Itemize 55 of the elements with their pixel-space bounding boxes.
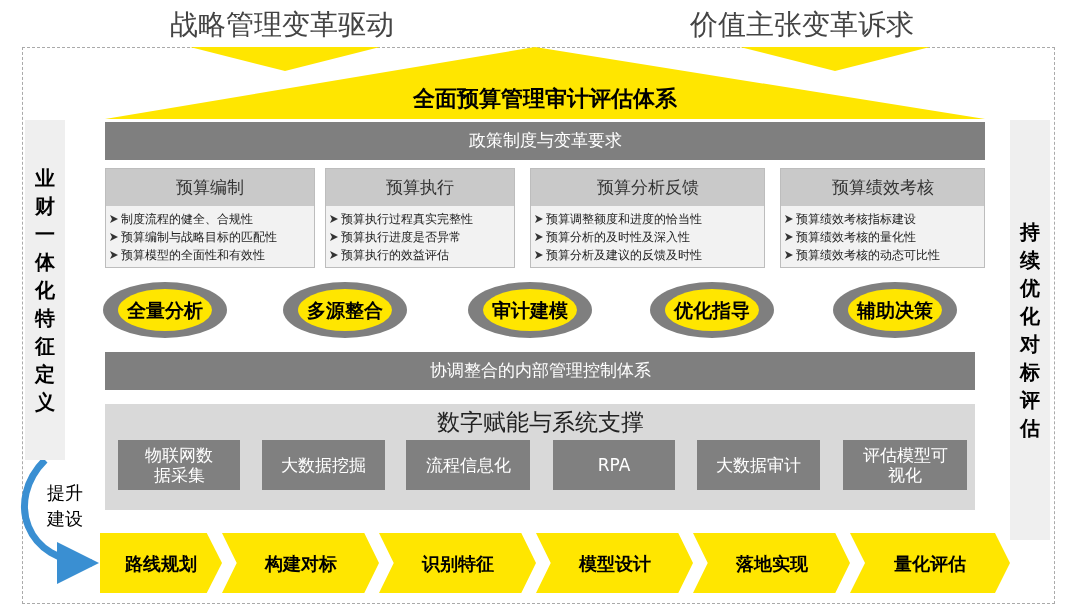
chevron-step xyxy=(100,533,222,593)
step-label: 量化评估 xyxy=(894,551,966,576)
vertical-text: 持续优化对标评估 xyxy=(1020,219,1040,442)
bullet-text: 预算执行的效益评估 xyxy=(341,246,449,264)
ellipse-label: 辅助决策 xyxy=(848,289,942,331)
card-header: 预算编制 xyxy=(106,169,314,206)
step-label: 落地实现 xyxy=(735,551,808,576)
panel-title: 数字赋能与系统支撑 xyxy=(435,408,645,436)
bullet-text: 预算分析的及时性及深入性 xyxy=(546,228,690,246)
category-card xyxy=(780,168,985,268)
tech-box: 大数据审计 xyxy=(697,440,820,490)
support-panel xyxy=(105,404,975,510)
section-bar: 政策制度与变革要求 xyxy=(105,122,985,160)
tech-box: 大数据挖掘 xyxy=(262,440,385,490)
bullet-text: 预算绩效考核指标建设 xyxy=(796,210,916,228)
bullet-text: 预算模型的全面性和有效性 xyxy=(121,246,265,264)
bullet-text: 预算绩效考核的量化性 xyxy=(796,228,916,246)
chevron-step xyxy=(536,533,693,593)
chevron-step xyxy=(693,533,850,593)
step-label: 构建对标 xyxy=(264,551,337,576)
category-card xyxy=(105,168,315,268)
card-header: 预算分析反馈 xyxy=(531,169,764,206)
driver-heading: 战略管理变革驱动 xyxy=(170,7,394,43)
ellipse-label: 全量分析 xyxy=(118,289,212,331)
chevron-step xyxy=(379,533,536,593)
step-label: 识别特征 xyxy=(421,551,494,576)
tech-box: RPA xyxy=(553,440,675,490)
tech-box: 物联网数据采集 xyxy=(118,440,240,490)
category-card xyxy=(325,168,515,268)
bullet-text: 预算分析及建议的反馈及时性 xyxy=(546,246,702,264)
vertical-band xyxy=(25,120,65,460)
roof-title: 全面预算管理审计评估体系 xyxy=(413,85,677,113)
bullet-text: 制度流程的健全、合规性 xyxy=(121,210,253,228)
card-header: 预算绩效考核 xyxy=(781,169,984,206)
driver-heading: 价值主张变革诉求 xyxy=(690,7,914,43)
ellipse-label: 优化指导 xyxy=(665,289,759,331)
vertical-text: 业财一体化特征定义 xyxy=(35,165,55,416)
ellipse-label: 多源整合 xyxy=(298,289,392,331)
tech-box: 评估模型可视化 xyxy=(843,440,967,490)
bullet-text: 预算编制与战略目标的匹配性 xyxy=(121,228,277,246)
step-label: 路线规划 xyxy=(125,551,197,576)
tech-box: 流程信息化 xyxy=(406,440,530,490)
chevron-step xyxy=(850,533,1010,593)
bullet-text: 预算执行进度是否异常 xyxy=(341,228,461,246)
bullet-text: 预算执行过程真实完整性 xyxy=(341,210,473,228)
step-label: 模型设计 xyxy=(578,551,651,576)
chevron-step xyxy=(222,533,379,593)
bullet-text: 预算绩效考核的动态可比性 xyxy=(796,246,940,264)
bullet-text: 预算调整额度和进度的恰当性 xyxy=(546,210,702,228)
roof-triangle xyxy=(105,47,985,119)
ellipse-label: 审计建模 xyxy=(483,289,577,331)
section-bar: 协调整合的内部管理控制体系 xyxy=(105,352,975,390)
edge-label: 提升建设 xyxy=(47,481,84,531)
card-header: 预算执行 xyxy=(326,169,514,206)
category-card xyxy=(530,168,765,268)
